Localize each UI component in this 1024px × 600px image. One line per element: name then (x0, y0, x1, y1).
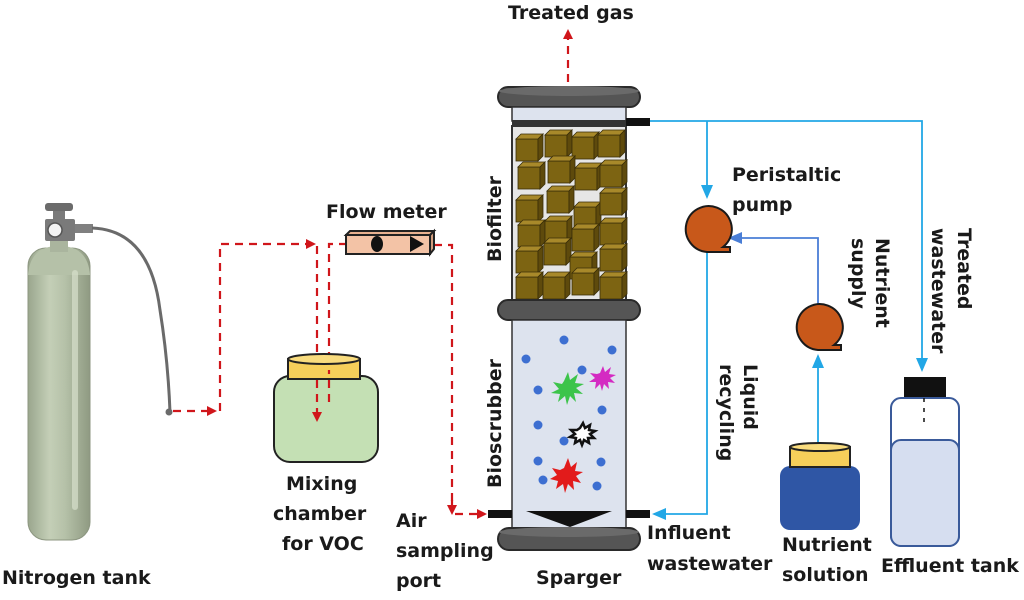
bubble (559, 335, 569, 345)
peristaltic-pump-label-2: pump (732, 194, 793, 216)
effluent-tank-label: Effluent tank (881, 555, 1019, 577)
packing-cube (546, 185, 575, 214)
packing-cube (599, 187, 628, 216)
bubble (533, 456, 543, 466)
air-sampling-label-3: port (396, 570, 441, 592)
reactor-column (488, 86, 650, 551)
bubble (592, 481, 602, 491)
nutrient-supply-label-1: Nutrient (871, 238, 893, 328)
packing-cube (571, 267, 600, 296)
bubble (533, 420, 543, 430)
packing-cube (515, 245, 544, 274)
packing-cube (517, 161, 546, 190)
treated-wastewater-label-2: wastewater (927, 228, 949, 354)
nutrient-supply-line (728, 232, 819, 306)
nutrient-supply-label-2: supply (847, 238, 869, 310)
nutrient-solution-label-1: Nutrient (782, 534, 872, 556)
bubble (559, 436, 569, 446)
air-inlet-port (488, 510, 512, 518)
liquid-outlet-port (626, 118, 650, 126)
nitrogen-tank-label: Nitrogen tank (2, 567, 151, 589)
peristaltic-pump-icon (684, 205, 733, 253)
packing-cube (542, 271, 571, 300)
bubble (597, 405, 607, 415)
biofilter-label: Biofilter (484, 175, 506, 262)
treated-wastewater-label-1: Treated (953, 228, 975, 310)
bubble (577, 365, 587, 375)
packing-cube (515, 194, 544, 223)
microbe-black-icon (566, 420, 599, 449)
flow-meter-icon (343, 228, 437, 257)
liquid-inlet-port (626, 510, 650, 518)
liquid-recycling-line (652, 252, 708, 520)
packing-cube (571, 223, 600, 252)
flow-meter-label: Flow meter (326, 201, 447, 223)
packing-cube (515, 271, 544, 300)
gas-line-flowmeter-out (434, 243, 454, 510)
liquid-recycling-label-1: Liquid (739, 364, 761, 430)
packing-cube (599, 217, 628, 246)
bubble (607, 345, 617, 355)
nitrogen-tank-icon (27, 203, 173, 541)
mixing-chamber-label-1: Mixing (286, 473, 357, 495)
effluent-tank-icon (890, 377, 960, 547)
packing-cube (571, 131, 600, 160)
sparger-icon (526, 511, 612, 527)
mixing-chamber-icon (273, 353, 379, 463)
packing-cube (517, 219, 546, 248)
gas-line-mixer-to-flowmeter (327, 242, 345, 402)
packing-cube (543, 237, 572, 266)
bubble (538, 475, 548, 485)
nutrient-solution-label-2: solution (782, 564, 869, 586)
packing-cube (599, 159, 628, 188)
air-sampling-label-2: sampling (396, 540, 494, 562)
liquid-recycling-label-2: recycling (715, 364, 737, 461)
packing-cube (547, 155, 576, 184)
packing-media (515, 129, 628, 300)
microbe-green-icon (551, 372, 584, 405)
packing-cube (574, 162, 603, 191)
gas-line-to-junction (218, 239, 316, 411)
influent-wastewater-label-1: Influent (647, 522, 731, 544)
microbe-red-icon (550, 458, 583, 493)
packing-cube (515, 133, 544, 162)
packing-cube (597, 129, 626, 158)
bubble (533, 385, 543, 395)
treated-gas-label: Treated gas (508, 2, 634, 24)
bioscrubber-label: Bioscrubber (484, 358, 506, 488)
microbe-magenta-icon (589, 366, 616, 391)
air-sampling-label-1: Air (396, 510, 427, 532)
sparger-label: Sparger (536, 567, 622, 589)
packing-cube (599, 271, 628, 300)
influent-wastewater-label-2: wastewater (647, 553, 773, 575)
packing-cube (544, 129, 573, 158)
bubble (521, 354, 531, 364)
treated-wastewater-line (650, 120, 928, 372)
peristaltic-pump-label-1: Peristaltic (732, 164, 841, 186)
mixing-chamber-label-3: for VOC (282, 533, 364, 555)
bubble (596, 457, 606, 467)
mixing-chamber-label-2: chamber (273, 503, 367, 525)
packing-cube (573, 201, 602, 230)
nutrient-solution-jar-icon (780, 442, 860, 530)
nutrient-pump-icon (795, 303, 844, 351)
bubbles (521, 335, 617, 491)
packing-cube (599, 243, 628, 272)
bioscrubber-section (511, 319, 627, 529)
